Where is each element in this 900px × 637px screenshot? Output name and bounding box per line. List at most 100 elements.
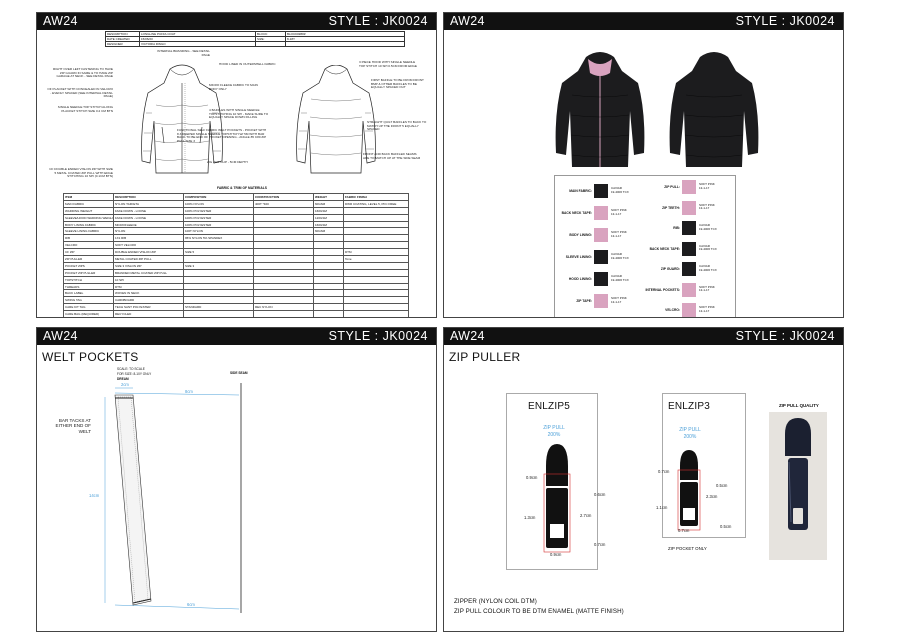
style-code: STYLE : JK0024: [328, 14, 428, 28]
style-code: STYLE : JK0024: [735, 329, 835, 343]
swatch-name-line2: 13-1-17: [611, 233, 622, 238]
fabric-table-header: COMPOSITION: [183, 193, 254, 201]
table-cell: [313, 234, 344, 243]
swatch-name-line1: SOFT PINK: [699, 182, 715, 186]
swatch-label: ZIP PULL:: [664, 185, 680, 189]
swatch-label: ZIP GUARD:: [660, 267, 680, 271]
table-cell: [253, 241, 314, 250]
table-cell: 160GSM: [313, 220, 344, 229]
zip3-card: [662, 393, 746, 538]
table-cell: [253, 261, 314, 270]
table-cell: ZIP PULLER: [63, 255, 114, 263]
swatch-name-line1: CAVIAR: [611, 274, 622, 278]
zip5-dim-3: 2.7cm: [580, 513, 592, 518]
swatch-color-chip: [594, 250, 608, 264]
zip5-pull-drawing: [543, 444, 571, 553]
table-cell: 120GSM: [313, 213, 344, 222]
swatch-name-line1: SOFT PINK: [611, 230, 627, 234]
table-cell: NYLON: [113, 227, 184, 236]
swatch-color-chip: [682, 200, 696, 215]
table-cell: [253, 206, 314, 215]
table-cell: [313, 289, 344, 298]
table-cell: SIZE 3: [183, 261, 254, 270]
welt-bar-tacks: BAR TACKS AT EITHER END OF WELT: [55, 418, 91, 434]
table-cell: [253, 234, 314, 243]
table-cell: [253, 220, 314, 229]
fabric-table-header: WEIGHT: [313, 193, 344, 201]
zip3-dim-2: 2.3cm: [706, 494, 718, 499]
info-designer-value: VICTORIA RINGO: [139, 41, 256, 47]
zip3-dim-5: 0.7cm: [678, 528, 690, 533]
table-cell: THREADS: [63, 282, 114, 291]
zip5-dim-2: 1.3cm: [524, 515, 536, 520]
style-code: STYLE : JK0024: [328, 329, 428, 343]
table-cell: WOVEN IN NECK: [113, 289, 184, 298]
zip3-pull-drawing: [677, 450, 701, 531]
table-cell: STANDARD: [183, 303, 254, 312]
ann-micro-fleece: MICRO FLEECE FABRIC TO MAIN BODY ONLY: [209, 83, 258, 91]
table-cell: [253, 227, 314, 236]
coat-front-sketch: [141, 64, 223, 174]
swatch-name-line1: CAVIAR: [699, 264, 710, 268]
table-cell: [343, 220, 409, 229]
swatch-name-line2: 13-1-17: [611, 211, 622, 216]
table-cell: [343, 289, 409, 298]
swatch-color-chip: [682, 241, 696, 256]
welt-for-size: FOR SIZE: 8-10Y ONLY: [117, 372, 152, 376]
swatch-label: BACK NECK TAPE:: [649, 246, 680, 251]
swatch-name-line2: 19-4006 TCX: [611, 277, 629, 282]
ann-three-piece: 3 PIECE HOOD WITH SINGLE NEEDLE TOP STIT…: [359, 60, 417, 68]
welt-scale: SCALE: TO SCALE: [117, 367, 145, 371]
table-cell: [313, 310, 344, 317]
zip-title: ZIP PULLER: [449, 350, 521, 364]
panel-header: AW24 STYLE : JK0024: [444, 13, 843, 30]
swatch-name-line2: 19-4006 TCX: [699, 226, 717, 231]
table-cell: CARE KIT TAG: [63, 303, 114, 312]
table-cell: 95% NYLON 5% SPANDEX: [183, 234, 254, 243]
table-cell: [253, 255, 314, 263]
table-cell: [343, 303, 409, 312]
swatch-color-chip: [594, 272, 608, 286]
zip-puller-panel: AW24 STYLE : JK0024 ZIP PULLER ENLZIP5 Z…: [443, 327, 844, 632]
table-cell: [313, 303, 344, 312]
table-cell: WADDING WEIGHT: [63, 206, 114, 215]
coat-back-sketch: [296, 65, 376, 174]
fabric-table-header: FABRIC FINISH: [343, 193, 409, 201]
zip3-dim-0: 0.7cm: [658, 469, 670, 474]
swatch-label: VELCRO:: [665, 308, 680, 312]
table-cell: BACK LABEL: [63, 289, 114, 298]
table-cell: [343, 206, 409, 215]
table-cell: DTM: [113, 282, 184, 291]
swatch-name-line1: CAVIAR: [699, 223, 710, 227]
zip5-dim-0: 0.9cm: [526, 475, 538, 480]
swatch-color-chip: [594, 294, 608, 308]
season-label: AW24: [450, 329, 485, 343]
zip-pocket-only: ZIP POCKET ONLY: [668, 546, 707, 551]
panel-header: AW24 STYLE : JK0024: [37, 328, 436, 345]
table-cell: RIB: [63, 234, 114, 243]
style-code: STYLE : JK0024: [735, 14, 835, 28]
table-cell: [313, 261, 344, 270]
table-cell: [343, 268, 409, 277]
info-table: DESCRIPTION LONGLINE PUFFA COAT BLOCK: B…: [105, 31, 405, 47]
swatch-name-line1: CAVIAR: [611, 186, 622, 190]
swatch-color-chip: [594, 184, 608, 198]
welt-dim-2cm: 2cm: [121, 382, 129, 387]
table-cell: [343, 261, 409, 270]
